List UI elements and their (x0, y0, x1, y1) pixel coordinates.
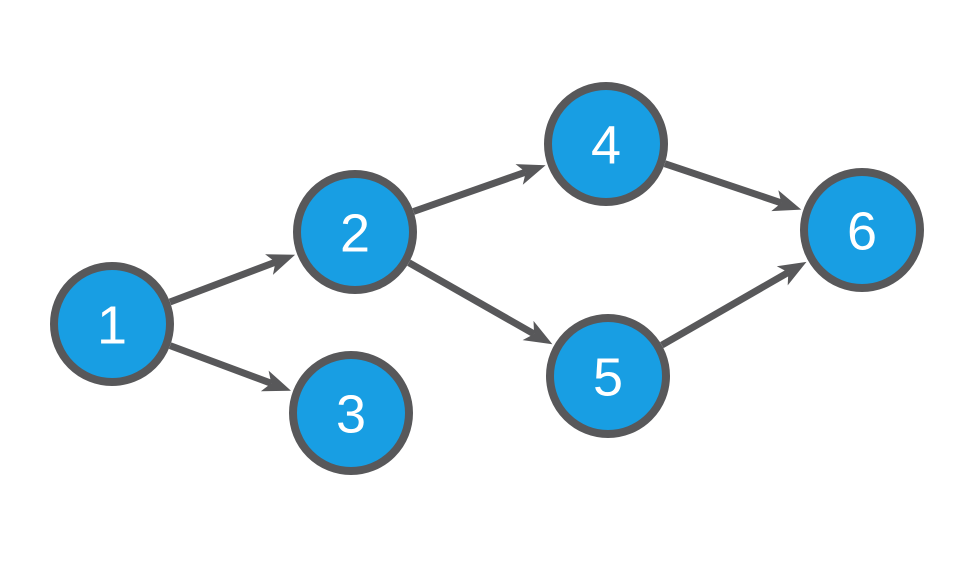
nodes-layer: 1 2 3 4 5 6 (50, 82, 924, 475)
node-3: 3 (289, 351, 413, 475)
edge-2-5 (407, 259, 553, 345)
node-label: 4 (591, 115, 621, 175)
node-6: 6 (800, 168, 924, 292)
node-circle (800, 168, 924, 292)
edge-line (168, 342, 273, 387)
node-5: 5 (546, 314, 670, 438)
edge-line (412, 168, 527, 215)
arrowhead (776, 261, 807, 286)
node-label: 3 (336, 384, 366, 444)
edge-4-6 (663, 160, 802, 212)
edge-line (168, 258, 277, 306)
edge-line (663, 160, 783, 207)
node-circle (544, 82, 668, 206)
node-circle (50, 262, 174, 386)
node-label: 2 (340, 203, 370, 263)
arrowhead (771, 190, 802, 212)
node-label: 5 (593, 347, 623, 407)
edge-1-2 (168, 254, 296, 306)
node-label: 6 (847, 201, 877, 261)
edge-5-6 (660, 261, 807, 349)
edge-1-3 (168, 342, 291, 392)
arrowhead (265, 254, 296, 275)
node-circle (289, 351, 413, 475)
node-circle (293, 170, 417, 294)
node-1: 1 (50, 262, 174, 386)
edge-line (407, 259, 536, 338)
arrowhead (260, 370, 291, 392)
node-2: 2 (293, 170, 417, 294)
edge-line (660, 269, 791, 349)
node-label: 1 (97, 295, 127, 355)
node-circle (546, 314, 670, 438)
node-4: 4 (544, 82, 668, 206)
arrowhead (515, 164, 546, 185)
edges-layer (168, 160, 807, 392)
arrowhead (522, 320, 553, 345)
edge-2-4 (412, 164, 546, 215)
